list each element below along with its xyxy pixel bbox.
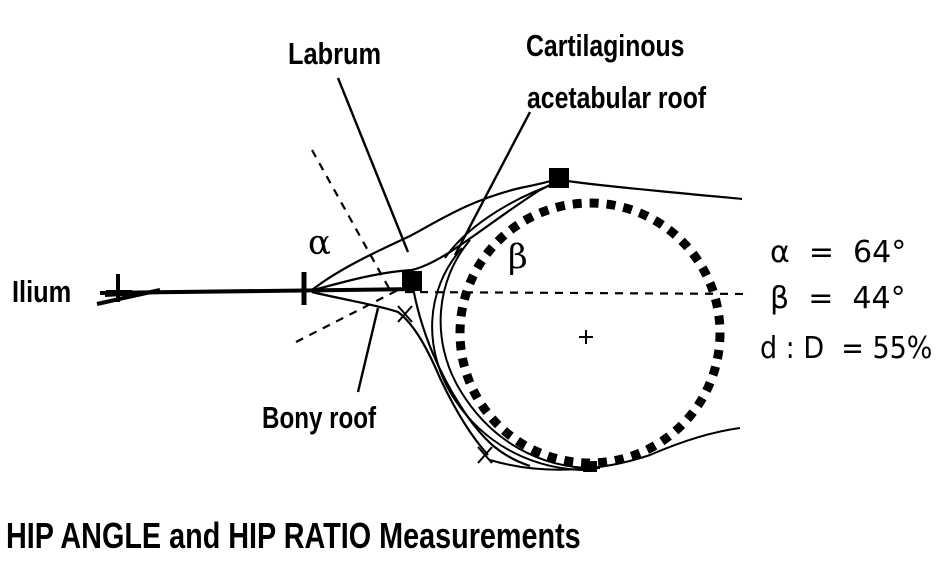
cartilage-label-line1: Cartilaginous: [526, 28, 684, 62]
femoral-head-outlines: [431, 239, 741, 472]
labrum-leader: [336, 77, 410, 253]
cartilage-outer-contour: [311, 176, 561, 291]
horizontal-reference-line: [404, 290, 751, 296]
cartilage-landmark-square: [549, 168, 569, 188]
cartilage-inner-contour: [309, 179, 561, 293]
cartilage-contours: [309, 176, 743, 293]
labrum-label: Labrum: [288, 37, 381, 72]
beta-measurement: β = 44°: [770, 281, 906, 316]
ilium-baseline: [96, 272, 421, 306]
alpha-angle-symbol: α: [308, 223, 331, 263]
leader-lines: [336, 77, 532, 393]
beta-angle-symbol: β: [508, 237, 528, 277]
femoral-head-circle: [455, 198, 725, 468]
angle-lines: [295, 149, 751, 343]
diagram-caption: HIP ANGLE and HIP RATIO Measurements: [6, 515, 581, 556]
bony-roof-contour: [311, 281, 531, 468]
bony-roof-leader: [356, 307, 380, 393]
ilium-label: Ilium: [12, 275, 71, 310]
bony-roof-label: Bony roof: [262, 400, 377, 435]
alpha-measurement: α = 64°: [770, 235, 906, 270]
alpha-line-upper: [311, 149, 391, 291]
alpha-line-lower: [295, 289, 399, 343]
ratio-measurement: d : D = 55%: [760, 331, 932, 366]
lower-landmark-square: [583, 461, 597, 472]
femoral-head-center-icon: [579, 330, 593, 344]
cartilage-label-line2: acetabular roof: [527, 80, 707, 114]
cartilage-leader: [453, 111, 532, 256]
cross-marks: [397, 305, 493, 464]
upper-soft-tissue: [559, 178, 743, 201]
bony-roof-outline: [311, 290, 489, 456]
labrum-landmark-square: [402, 271, 422, 291]
lower-soft-tissue: [489, 427, 741, 471]
